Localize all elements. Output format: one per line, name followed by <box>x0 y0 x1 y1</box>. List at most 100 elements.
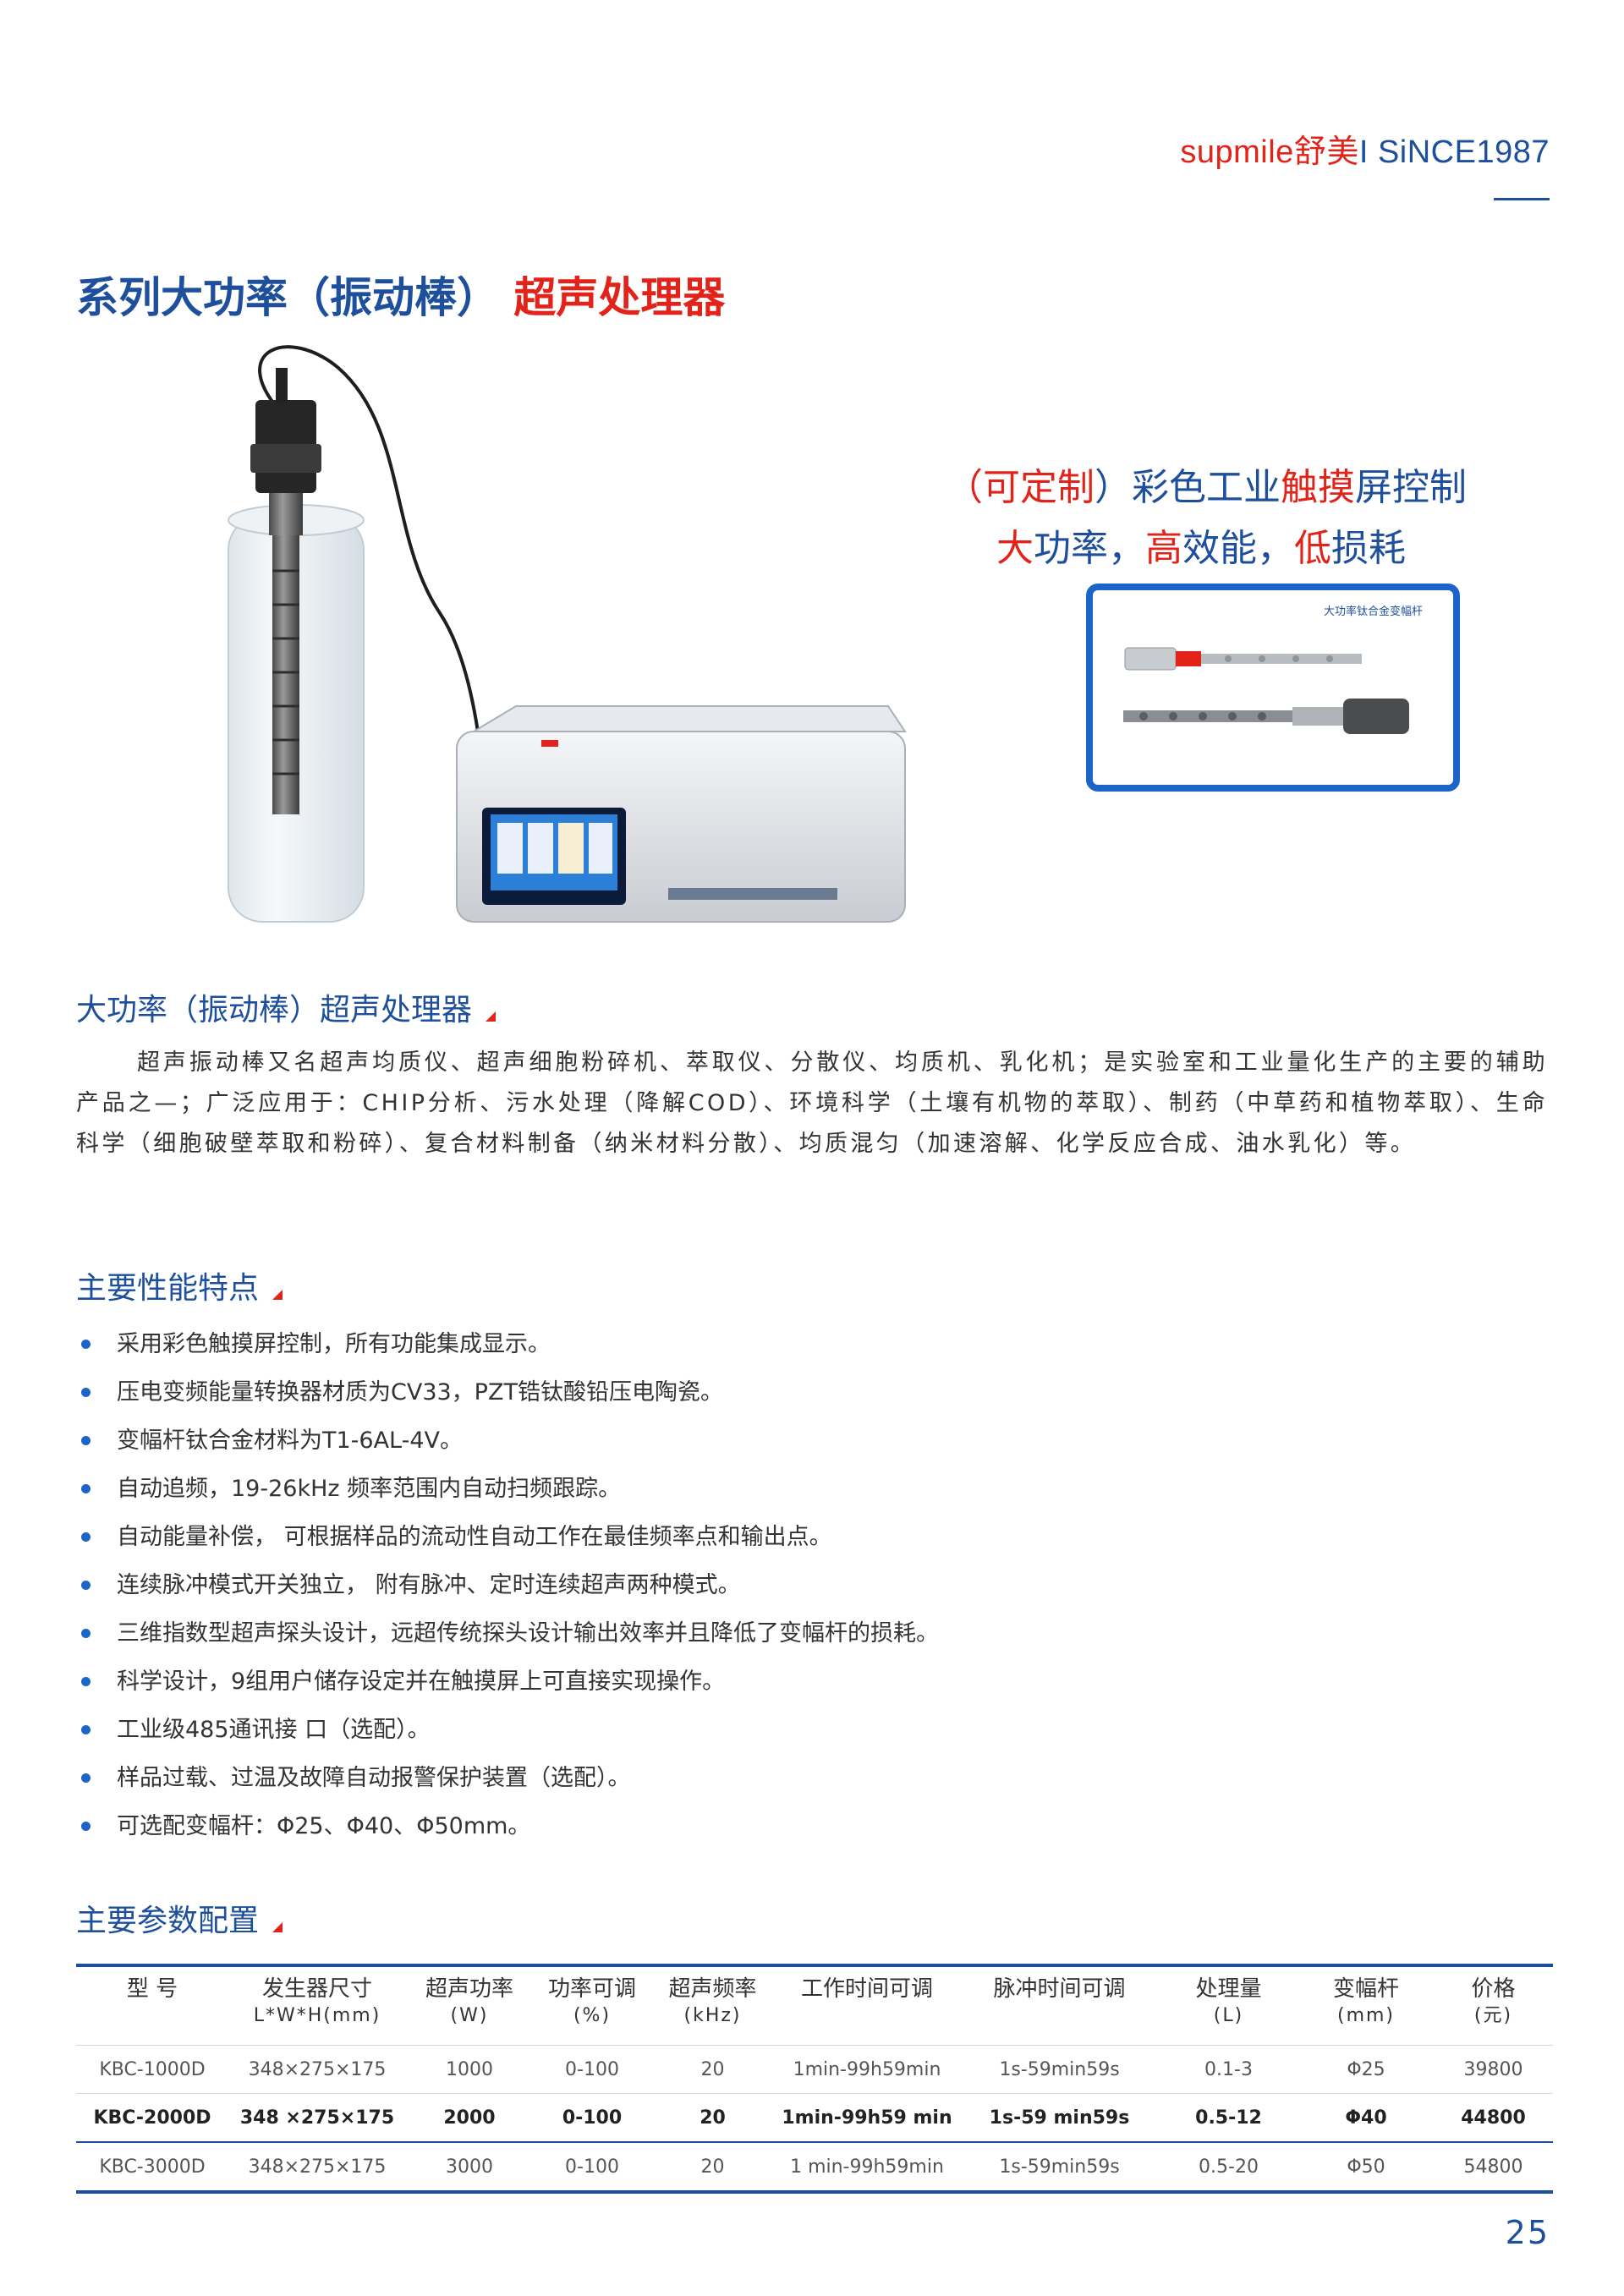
table-cell: 2000 <box>406 2093 533 2143</box>
col-header: 变幅杆 (mm) <box>1298 1964 1434 2046</box>
slogan-loss: 损耗 <box>1331 527 1406 570</box>
header-rule <box>1494 198 1550 200</box>
col-header-main: 超声功率 <box>425 1976 513 2002</box>
col-header-sub: (L) <box>1213 2005 1244 2026</box>
list-item: 科学设计，9组用户储存设定并在触摸屏上可直接实现操作。 <box>76 1663 1548 1712</box>
col-header-main: 型 号 <box>126 1976 178 2002</box>
table-cell: 20 <box>651 2142 774 2194</box>
col-header: 工作时间可调 <box>774 1964 960 2046</box>
table-cell: Φ50 <box>1298 2142 1434 2194</box>
slogan-line-1: （可定制）彩色工业触摸屏控制 <box>946 457 1467 511</box>
params-heading-text: 主要参数配置 <box>76 1904 260 1938</box>
horn-rods-image <box>1123 647 1409 734</box>
slogan-high-2: 高 <box>1145 527 1182 570</box>
slogan-power: 功率， <box>1034 527 1145 570</box>
table-cell: 1 min-99h59min <box>774 2142 960 2194</box>
table-cell: 0-100 <box>533 2045 651 2094</box>
table-row: KBC-1000D 348×275×175 1000 0-100 20 1min… <box>76 2045 1553 2094</box>
table-cell: KBC-2000D <box>76 2093 228 2143</box>
col-header: 处理量 (L) <box>1159 1964 1298 2046</box>
table-cell: 348 ×275×175 <box>228 2093 406 2143</box>
slogan-paren-open: （ <box>946 466 983 509</box>
col-header-main: 工作时间可调 <box>800 1976 933 2002</box>
col-header-sub: L*W*H(mm) <box>253 2005 381 2026</box>
table-cell: 1s-59min59s <box>960 2045 1159 2094</box>
red-triangle-icon <box>486 1011 497 1022</box>
table-cell: Φ40 <box>1298 2093 1434 2143</box>
slogan-high: 大 <box>996 527 1034 570</box>
col-header: 超声功率 (W) <box>406 1964 533 2046</box>
slogan-screen-control: 屏控制 <box>1355 466 1467 509</box>
intro-heading: 大功率（振动棒）超声处理器 <box>76 985 497 1029</box>
features-heading: 主要性能特点 <box>76 1263 283 1307</box>
slogan-low: 低 <box>1294 527 1331 570</box>
intro-paragraph: 超声振动棒又名超声均质仪、超声细胞粉碎机、萃取仪、分散仪、均质机、乳化机；是实验… <box>76 1049 1548 1157</box>
col-header-main: 脉冲时间可调 <box>993 1976 1126 2002</box>
table-cell: 0.1-3 <box>1159 2045 1298 2094</box>
table-cell: KBC-1000D <box>76 2045 228 2094</box>
col-header-main: 功率可调 <box>547 1976 636 2002</box>
features-list: 采用彩色触摸屏控制，所有功能集成显示。 压电变频能量转换器材质为CV33，PZT… <box>76 1326 1548 1856</box>
table-cell: 54800 <box>1434 2142 1553 2194</box>
slogan-line-2: 大功率，高效能，低损耗 <box>996 518 1406 572</box>
brand-since: I SiNCE1987 <box>1358 134 1550 170</box>
col-header: 功率可调 (%) <box>533 1964 651 2046</box>
slogan-customizable: 可定制 <box>983 466 1095 509</box>
slogan-color-industrial: ）彩色工业 <box>1095 466 1281 509</box>
table-cell: 0.5-12 <box>1159 2093 1298 2143</box>
col-header-main: 发生器尺寸 <box>261 1976 372 2002</box>
intro-heading-text: 大功率（振动棒）超声处理器 <box>76 993 473 1027</box>
table-cell: 1min-99h59 min <box>774 2093 960 2143</box>
inset-label: 大功率钛合金变幅杆 <box>1323 606 1423 618</box>
list-item: 可选配变幅杆：Φ25、Φ40、Φ50mm。 <box>76 1808 1548 1856</box>
list-item: 自动能量补偿， 可根据样品的流动性自动工作在最佳频率点和输出点。 <box>76 1519 1548 1567</box>
table-cell: 1s-59 min59s <box>960 2093 1159 2143</box>
list-item: 连续脉冲模式开关独立， 附有脉冲、定时连续超声两种模式。 <box>76 1567 1548 1615</box>
table-cell: 1s-59min59s <box>960 2142 1159 2194</box>
brand-name: supmile舒美 <box>1180 134 1359 170</box>
table-cell: KBC-3000D <box>76 2142 228 2194</box>
col-header: 价格(元) <box>1434 1964 1553 2046</box>
table-cell: 0.5-20 <box>1159 2142 1298 2194</box>
col-header: 脉冲时间可调 <box>960 1964 1159 2046</box>
params-heading: 主要参数配置 <box>76 1896 283 1940</box>
list-item: 压电变频能量转换器材质为CV33，PZT锆钛酸铅压电陶瓷。 <box>76 1374 1548 1422</box>
col-header-sub: (mm) <box>1336 2005 1396 2026</box>
table-cell: 39800 <box>1434 2045 1553 2094</box>
table-cell: 0-100 <box>533 2142 651 2194</box>
table-cell: 0-100 <box>533 2093 651 2143</box>
red-triangle-icon <box>272 1290 283 1300</box>
page-number: 25 <box>1505 2214 1550 2251</box>
table-cell: 20 <box>651 2045 774 2094</box>
page-title: 系列大功率（振动棒） 超声处理器 <box>76 264 725 325</box>
table-cell: 1min-99h59min <box>774 2045 960 2094</box>
list-item: 自动追频，19-26kHz 频率范围内自动扫频跟踪。 <box>76 1471 1548 1519</box>
title-blue: 系列大功率（振动棒） <box>76 273 499 322</box>
title-red: 超声处理器 <box>513 273 726 322</box>
list-item: 变幅杆钛合金材料为T1-6AL-4V。 <box>76 1422 1548 1471</box>
col-header-sub: (W) <box>450 2005 489 2026</box>
col-header: 发生器尺寸 L*W*H(mm) <box>228 1964 406 2046</box>
list-item: 样品过载、过温及故障自动报警保护装置（选配）。 <box>76 1760 1548 1808</box>
table-cell: 1000 <box>406 2045 533 2094</box>
product-image <box>228 345 907 923</box>
table-row: KBC-2000D 348 ×275×175 2000 0-100 20 1mi… <box>76 2093 1553 2143</box>
list-item: 三维指数型超声探头设计，远超传统探头设计输出效率并且降低了变幅杆的损耗。 <box>76 1615 1548 1663</box>
table-cell: 20 <box>651 2093 774 2143</box>
features-heading-text: 主要性能特点 <box>76 1271 260 1306</box>
col-header: 型 号 <box>76 1964 228 2046</box>
horn-inset-frame: 大功率钛合金变幅杆 <box>1086 584 1460 792</box>
col-header-sub: (kHz) <box>683 2005 742 2026</box>
list-item: 工业级485通讯接 口（选配）。 <box>76 1712 1548 1760</box>
brand-header: supmile舒美I SiNCE1987 <box>1180 125 1550 172</box>
slogan-touch: 触摸 <box>1281 466 1355 509</box>
table-cell: 348×275×175 <box>228 2045 406 2094</box>
col-header-main: 处理量 <box>1195 1976 1262 2002</box>
col-header-main: 变幅杆 <box>1332 1976 1399 2002</box>
table-cell: Φ25 <box>1298 2045 1434 2094</box>
table-cell: 348×275×175 <box>228 2142 406 2194</box>
col-header-sub: (%) <box>573 2005 612 2026</box>
table-cell: 44800 <box>1434 2093 1553 2143</box>
